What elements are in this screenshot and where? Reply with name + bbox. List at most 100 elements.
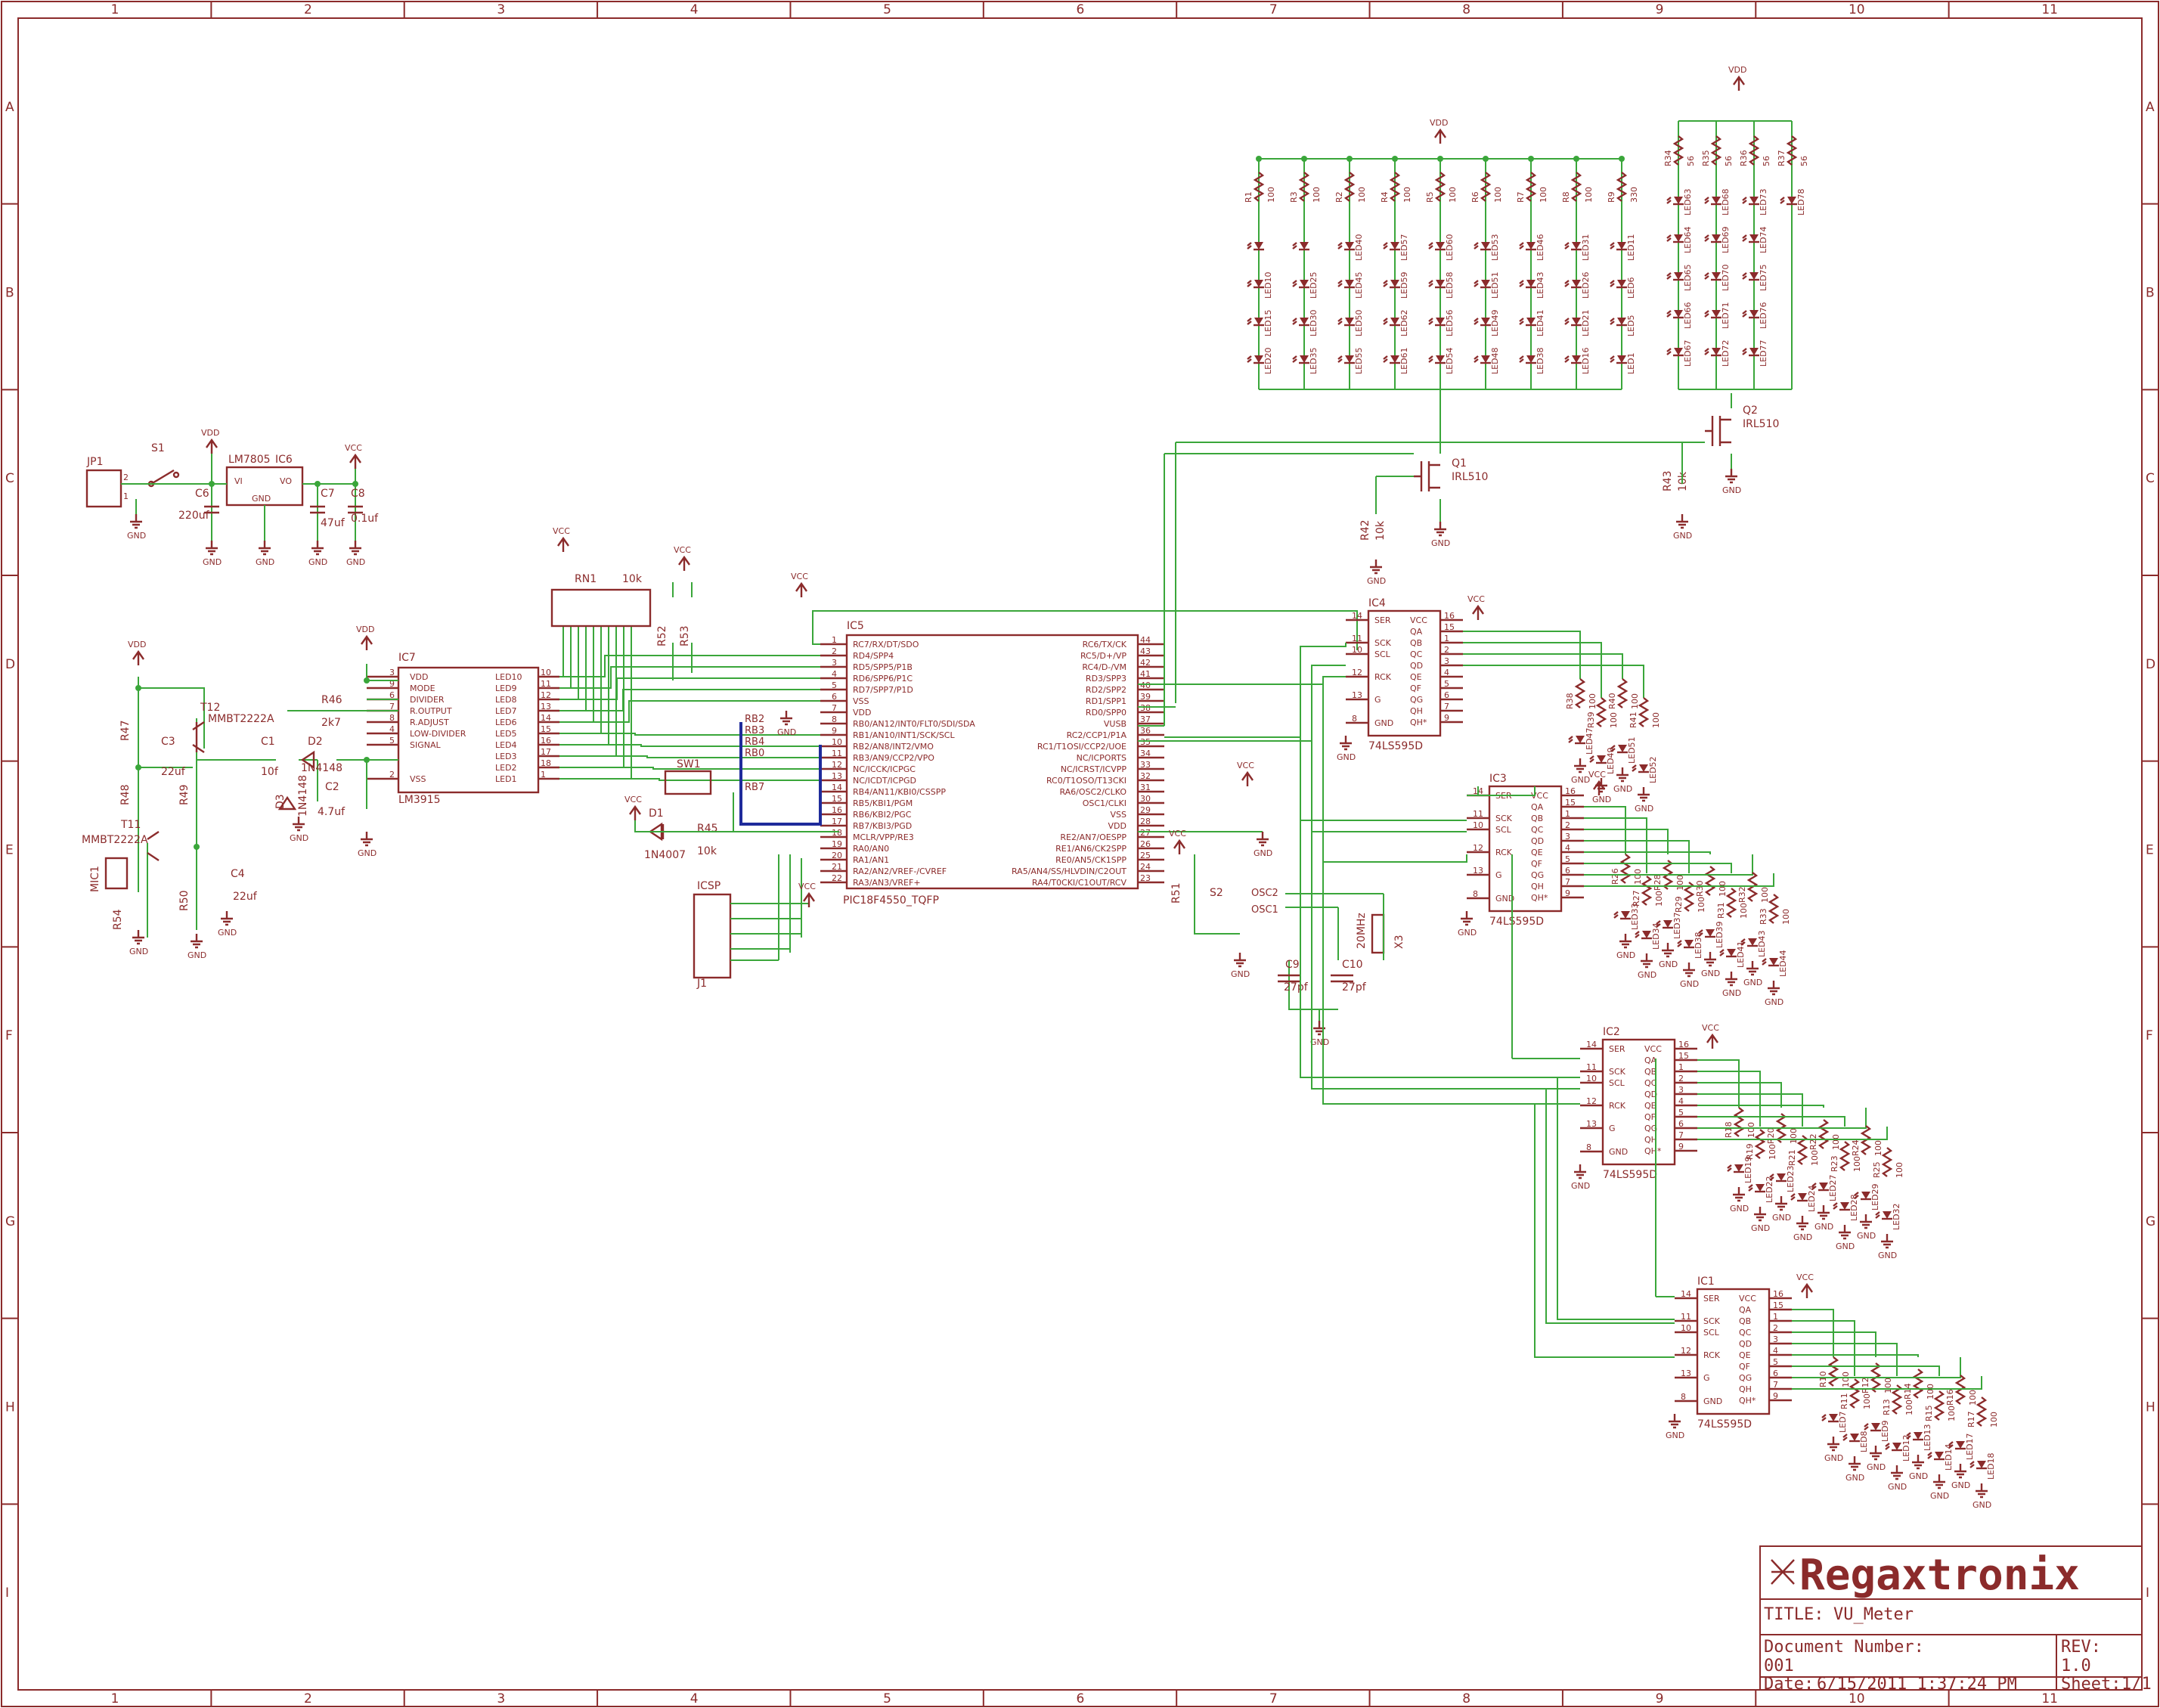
resistor-ref: R14: [1903, 1383, 1913, 1400]
pic-pin-label: RC6/TX/CK: [1083, 640, 1127, 649]
wire: [1792, 1309, 1834, 1357]
led: LED68: [1704, 188, 1731, 215]
svg-text:22uf: 22uf: [161, 766, 186, 778]
led-rays: [1704, 197, 1709, 204]
led-rays: [1740, 938, 1746, 946]
supply-label: VCC: [1237, 761, 1254, 770]
resistor-ref: R16: [1945, 1389, 1955, 1406]
wire: [1792, 1365, 1940, 1376]
ic7-pin-label: DIVIDER: [410, 695, 445, 705]
resistor-value: 100: [1841, 1372, 1851, 1387]
pic-pin-number: 2: [832, 646, 837, 656]
resistor-value: 100: [1789, 1128, 1799, 1144]
supply-arrow: [678, 555, 690, 571]
pic-pin-label: VUSB: [1104, 719, 1126, 729]
resistor-body: [1298, 172, 1310, 202]
supply-symbol: VDD: [1728, 65, 1746, 91]
sr-pin-label: QE: [1644, 1101, 1656, 1111]
led-label: LED41: [1536, 309, 1545, 336]
pic-pin-number: 3: [832, 658, 837, 668]
shift-register: IC374LS595DSER14SCK11SCL10RCK12G13GND8VC…: [1467, 773, 1791, 977]
led-rays: [1666, 197, 1672, 204]
sr-pin-number: 1: [1444, 634, 1449, 643]
ground-mark: [1574, 1164, 1586, 1179]
resistor-value: 100: [1883, 1378, 1893, 1393]
svg-text:R47: R47: [119, 720, 132, 741]
ground-label: GND: [1765, 997, 1783, 1007]
svg-text:C3: C3: [161, 736, 175, 748]
led-body: [1748, 938, 1757, 946]
pic-pin-label: RA2/AN2/VREF-/CVREF: [853, 866, 947, 876]
junction: [1437, 156, 1443, 162]
ground-symbol: GND: [1845, 1456, 1864, 1483]
led-rays: [1727, 1164, 1732, 1172]
sr-pin-label: QA: [1531, 802, 1544, 812]
sr-pin-number: 9: [1773, 1391, 1778, 1401]
sr-pin-label: QH: [1644, 1135, 1657, 1145]
ground-symbol: GND: [290, 817, 308, 843]
ground-symbol: GND: [1878, 1234, 1897, 1260]
resistor-ref: R32: [1737, 886, 1747, 903]
sr-pin-number: 5: [1565, 854, 1570, 864]
grid-row-label: I: [2146, 1586, 2149, 1601]
grid-col-label: 9: [1656, 1691, 1664, 1706]
supply-symbol: VCC: [1467, 594, 1485, 620]
bus-label: RB0: [745, 748, 764, 759]
resistor-ref: R23: [1830, 1155, 1839, 1172]
ground-mark: [1912, 1455, 1924, 1470]
led-rays: [1292, 280, 1297, 287]
led-label: LED51: [1490, 271, 1500, 299]
led-rays: [1875, 1211, 1880, 1219]
led: LED15: [1247, 309, 1273, 336]
led-label: LED73: [1759, 188, 1768, 215]
pic-pin-label: NC/ICCK/ICPGC: [853, 764, 916, 774]
supply-symbol: VCC: [1237, 761, 1254, 786]
led-rays: [1383, 280, 1388, 287]
wire: [1697, 1116, 1845, 1127]
led-rays: [1610, 355, 1615, 363]
led-body: [1642, 931, 1651, 938]
led: LED41: [1719, 941, 1746, 968]
pic-pin-label: RB0/AN12/INT0/FLT0/SDI/SDA: [853, 719, 975, 729]
ground-label: GND: [129, 947, 148, 956]
led: LED32: [1875, 1203, 1901, 1230]
sr-pin-number: 14: [1352, 611, 1362, 621]
sr-pin-label: RCK: [1495, 848, 1513, 857]
resistor-body: [1725, 888, 1737, 918]
ground-mark: [1933, 1474, 1945, 1489]
led-body: [1345, 242, 1354, 250]
resistor-ref: R3: [1289, 191, 1299, 203]
led-rays: [1337, 355, 1343, 363]
ground-mark: [1619, 934, 1632, 949]
led-label: LED43: [1757, 930, 1767, 957]
resistor-value: 100: [1633, 869, 1643, 885]
ground-mark: [1676, 514, 1688, 529]
led-rays: [1666, 348, 1672, 355]
resistor-ref: R38: [1565, 693, 1575, 709]
wire: [1584, 829, 1669, 854]
ground-symbol: GND: [358, 832, 377, 858]
sr-pin-number: 3: [1444, 656, 1449, 666]
date-label: Date:: [1764, 1675, 1814, 1694]
sr-pin-number: 9: [1444, 713, 1449, 723]
wire: [1534, 1077, 1675, 1358]
led: [1247, 242, 1264, 251]
ground-label: GND: [1613, 784, 1632, 794]
sr-pin-number: 4: [1678, 1096, 1684, 1106]
led-label: LED12: [1901, 1434, 1911, 1462]
title-block: Regaxtronix TITLE: VU_Meter Document Num…: [1759, 1545, 2152, 1694]
svg-text:D2: D2: [308, 736, 323, 748]
resistor-body: [1786, 135, 1798, 166]
led-body: [1684, 940, 1694, 947]
sr-pin-label: QD: [1739, 1339, 1752, 1349]
grid-row-label: D: [2146, 657, 2155, 672]
ground-symbol: GND: [1613, 767, 1632, 794]
led-body: [1749, 310, 1759, 318]
led-rays: [1474, 355, 1479, 363]
